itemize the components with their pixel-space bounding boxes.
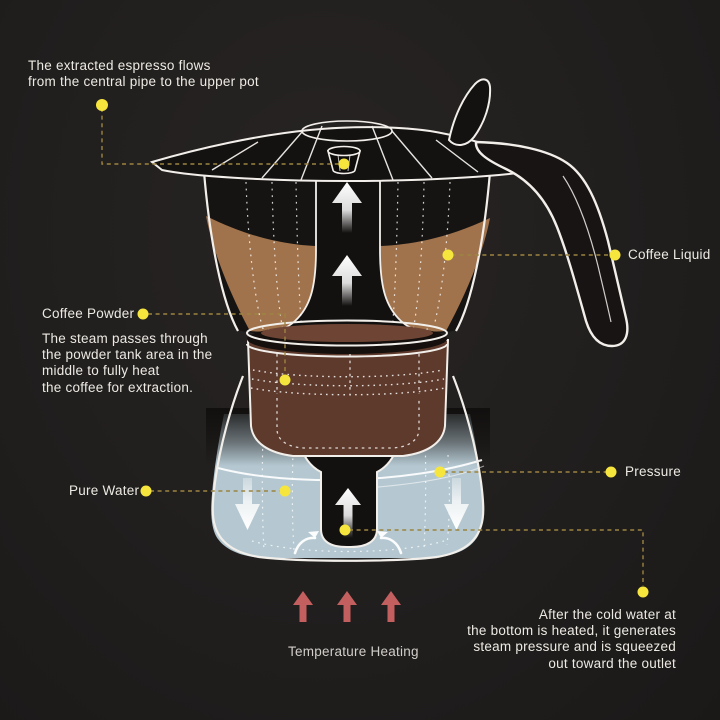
- steam-swirl-head-left: [308, 531, 319, 538]
- leader-coffee-powder: [148, 313, 286, 375]
- annotation-steam-pressure-note: After the cold water at the bottom is he…: [467, 607, 676, 671]
- label-coffee-liquid: Coffee Liquid: [628, 247, 711, 262]
- dot-pure-water-label: [140, 485, 152, 497]
- filter-plate: [246, 319, 448, 358]
- lid-knob: [326, 145, 362, 175]
- handle: [474, 140, 629, 348]
- dot-outlet-note: [637, 586, 649, 598]
- lid-top-plateau: [301, 120, 393, 142]
- powder-fill: [246, 339, 450, 457]
- handle-body: [474, 140, 629, 348]
- espresso-up-arrow-1: [332, 182, 362, 233]
- espresso-up-arrow-2: [332, 255, 362, 306]
- leader-dots: [96, 99, 649, 598]
- boiler-outline: [211, 375, 485, 562]
- heat-up-arrow-3: [381, 591, 401, 622]
- steam-swirl-arrow-left: [293, 536, 317, 555]
- dot-espresso-flow-label: [96, 99, 108, 111]
- steam-swirl-head-right: [377, 531, 388, 538]
- outlet-notch-outline: [298, 440, 400, 548]
- heat-up-arrow-2: [337, 591, 357, 622]
- coffee-liquid-right: [380, 218, 490, 332]
- label-temperature-heating: Temperature Heating: [288, 644, 419, 659]
- dot-knob-target: [338, 158, 350, 170]
- heat-up-arrow-1: [293, 591, 313, 622]
- dot-outlet-target: [339, 524, 351, 536]
- filter-plate-rim-lower: [246, 343, 448, 358]
- handle-inner-highlight: [562, 175, 612, 323]
- chamber-dotted-guides: [245, 181, 451, 337]
- basket-perforations: [250, 369, 446, 396]
- annotation-espresso-flow: The extracted espresso flows from the ce…: [28, 58, 259, 90]
- powder-basket: [246, 339, 450, 457]
- dot-coffee-powder-target: [279, 374, 291, 386]
- coffee-liquid-left: [206, 216, 316, 332]
- dot-coffee-powder-label: [137, 308, 149, 320]
- label-coffee-powder: Coffee Powder: [42, 306, 135, 321]
- dot-coffee-liquid-label: [609, 249, 621, 261]
- steam-swirl-arrow-right: [379, 536, 403, 555]
- lid-lever: [447, 78, 492, 146]
- upper-chamber: [202, 171, 492, 339]
- dot-coffee-liquid-target: [442, 249, 454, 261]
- water-down-arrow-left: [235, 478, 260, 530]
- central-pipe: [252, 172, 444, 338]
- dot-pure-water-target: [279, 485, 291, 497]
- water-down-arrow-right: [444, 478, 469, 530]
- label-pressure: Pressure: [625, 464, 682, 479]
- leader-espresso-flow: [101, 108, 340, 165]
- dot-pressure-target: [434, 466, 446, 478]
- label-pure-water: Pure Water: [69, 483, 140, 498]
- lid-facets: [211, 125, 479, 181]
- powder-top-surface: [261, 324, 433, 342]
- annotation-steam-note: The steam passes through the powder tank…: [42, 331, 213, 395]
- upper-chamber-walls: [202, 171, 492, 332]
- basket-inner-dashed: [276, 354, 420, 449]
- filter-plate-rim-upper: [246, 319, 448, 347]
- dot-pressure-label: [605, 466, 617, 478]
- heat-arrows: [293, 591, 401, 622]
- outlet-up-arrow-icon: [335, 488, 361, 538]
- lid: [149, 78, 557, 183]
